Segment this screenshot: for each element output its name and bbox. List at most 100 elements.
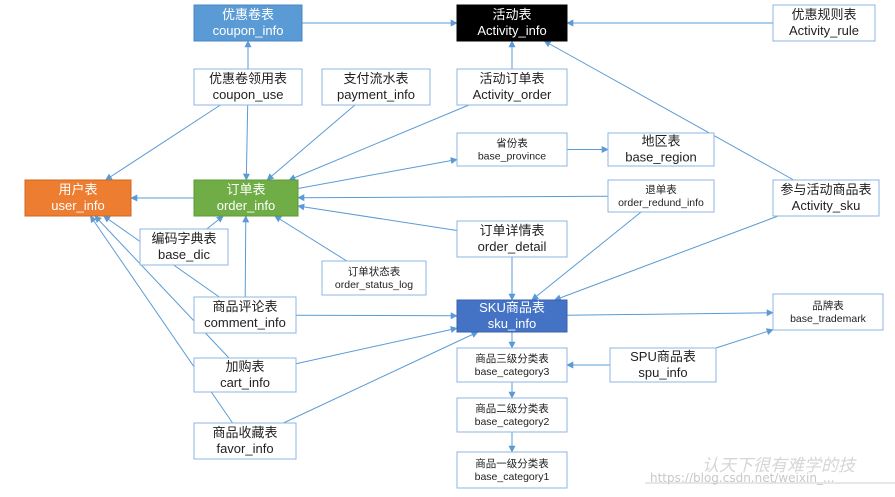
node-subtitle: payment_info [337,87,415,102]
node-box [607,132,715,167]
node-box [193,179,299,217]
edge-coupon_use-to-user_info [105,104,221,181]
node-title: 地区表 [641,134,680,149]
edge-coupon_use-to-order_info [242,104,250,181]
node-subtitle: comment_info [204,315,286,330]
node-title: SKU商品表 [479,300,545,315]
node-box [772,179,880,217]
node-subtitle: Activity_sku [792,198,861,213]
node-subtitle: cart_info [220,375,270,390]
node-box [193,4,303,42]
node-box [321,68,431,106]
node-title: 商品三级分类表 [475,352,549,365]
node-subtitle: order_detail [478,239,547,254]
node-title: 订单详情表 [479,223,544,238]
node-title: SPU商品表 [630,349,696,364]
node-title: 商品一级分类表 [475,457,549,470]
node-title: 编码字典表 [151,231,216,246]
node-subtitle: order_redund_info [618,197,704,209]
node-subtitle: favor_info [216,441,273,456]
node-subtitle: order_info [217,198,276,213]
node-box [456,68,568,106]
edge-activity_sku-to-sku_info [553,215,779,302]
node-title: 用户表 [58,182,97,197]
node-box [456,4,568,42]
node-subtitle: base_category1 [475,471,550,483]
node-subtitle: base_region [625,150,697,165]
node-box [193,68,303,106]
watermark: https://blog.csdn.net/weixin_... 认天下很有难学… [645,456,895,485]
edge-order_detail-to-order_info [297,203,458,231]
edge-order_refund_info-to-sku_info [531,211,642,301]
node-subtitle: Activity_info [477,23,546,38]
watermark-url: https://blog.csdn.net/weixin_... [650,471,834,485]
node-box [456,451,568,489]
node-subtitle: coupon_info [213,23,284,38]
edge-comment_info-to-order_info [242,215,250,298]
node-title: 加购表 [225,359,264,374]
node-title: 优惠规则表 [791,7,856,22]
node-box [456,347,568,383]
node-box [772,293,884,331]
edge-sku_info-to-base_trademark [566,309,774,317]
node-subtitle: spu_info [638,365,687,380]
node-box [772,4,876,42]
node-title: 商品评论表 [212,299,277,314]
node-subtitle: base_category2 [475,416,550,428]
node-box [321,260,427,296]
edge-cart_info-to-user_info [94,215,230,359]
edge-order_status_log-to-order_info [274,215,348,262]
watermark-logo: 认天下很有难学的技 [702,456,857,476]
node-title: 省份表 [496,137,528,150]
node-box [607,179,715,213]
node-box [456,397,568,433]
edge-cart_info-to-sku_info [295,326,458,365]
node-box [456,132,568,167]
node-title: 活动表 [492,7,531,22]
node-subtitle: order_status_log [335,279,413,291]
node-title: 退单表 [645,183,677,196]
node-box [193,422,297,460]
node-box [24,179,132,217]
node-subtitle: sku_info [488,316,536,331]
node-title: 活动订单表 [479,71,544,86]
edge-payment_info-to-order_info [266,104,356,181]
edge-activity_order-to-order_info [288,104,470,181]
node-subtitle: coupon_use [213,87,284,102]
node-box [456,220,568,258]
node-title: 参与活动商品表 [780,182,871,197]
node-box [456,299,568,333]
node-subtitle: Activity_rule [789,23,859,38]
edge-favor_info-to-sku_info [283,331,479,424]
node-subtitle: base_province [478,151,546,163]
edge-spu_info-to-base_trademark [715,328,774,349]
node-title: 订单表 [226,182,265,197]
nodes-layer: 优惠卷表coupon_info活动表Activity_info优惠规则表Acti… [24,4,884,489]
node-title: 支付流水表 [343,71,408,86]
